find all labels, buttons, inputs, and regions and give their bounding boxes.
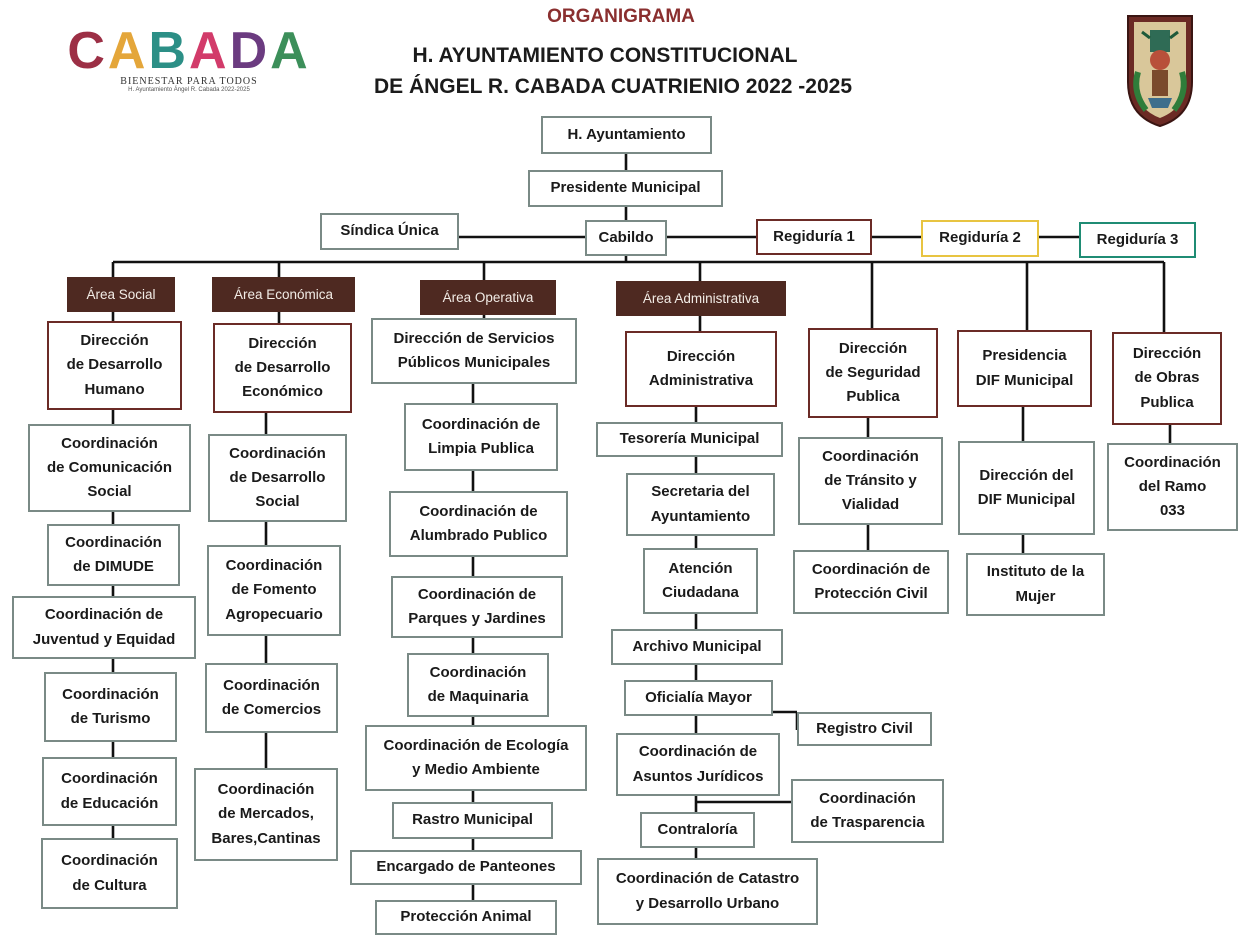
- node-direccion-dif-municipal: Dirección del DIF Municipal: [958, 441, 1095, 535]
- node-coord-mercados-bares: Coordinación de Mercados, Bares,Cantinas: [194, 768, 338, 861]
- node-direccion-desarrollo-economico: Dirección de Desarrollo Económico: [213, 323, 352, 413]
- node-coord-ramo-033: Coordinación del Ramo 033: [1107, 443, 1238, 531]
- node-coord-dimude: Coordinación de DIMUDE: [47, 524, 180, 586]
- logo-letter: B: [148, 22, 189, 80]
- node-direccion-obras-publica: Dirección de Obras Publica: [1112, 332, 1222, 425]
- logo-letter: A: [270, 22, 311, 80]
- area-social-label: Área Social: [67, 277, 175, 312]
- area-administrativa-label: Área Administrativa: [616, 281, 786, 316]
- node-encargado-panteones: Encargado de Panteones: [350, 850, 582, 885]
- node-rastro-municipal: Rastro Municipal: [392, 802, 553, 839]
- node-coord-educacion: Coordinación de Educación: [42, 757, 177, 826]
- node-secretaria-ayuntamiento: Secretaria del Ayuntamiento: [626, 473, 775, 536]
- node-presidente-municipal: Presidente Municipal: [528, 170, 723, 207]
- node-coord-turismo: Coordinación de Turismo: [44, 672, 177, 742]
- node-coord-transito-vialidad: Coordinación de Tránsito y Vialidad: [798, 437, 943, 525]
- org-chart-label: ORGANIGRAMA: [547, 6, 695, 27]
- page-title-line1: H. AYUNTAMIENTO CONSTITUCIONAL: [412, 44, 798, 67]
- node-coord-ecologia-medio-ambiente: Coordinación de Ecología y Medio Ambient…: [365, 725, 587, 791]
- municipal-crest-icon: [1127, 15, 1193, 128]
- node-coord-parques-jardines: Coordinación de Parques y Jardines: [391, 576, 563, 638]
- logo-letter: D: [229, 22, 271, 80]
- node-instituto-mujer: Instituto de la Mujer: [966, 553, 1105, 616]
- node-direccion-administrativa: Dirección Administrativa: [625, 331, 777, 407]
- node-coord-asuntos-juridicos: Coordinación de Asuntos Jurídicos: [616, 733, 780, 796]
- node-contraloria: Contraloría: [640, 812, 755, 848]
- node-h-ayuntamiento: H. Ayuntamiento: [541, 116, 712, 154]
- logo-small-text: H. Ayuntamiento Ángel R. Cabada 2022-202…: [128, 87, 250, 93]
- node-coord-catastro-desarrollo-urbano: Coordinación de Catastro y Desarrollo Ur…: [597, 858, 818, 925]
- node-coord-fomento-agropecuario: Coordinación de Fomento Agropecuario: [207, 545, 341, 636]
- node-regiduria-1: Regiduría 1: [756, 219, 872, 255]
- cabada-logo: CABADA Bienestar Para Todos H. Ayuntamie…: [52, 24, 326, 98]
- node-presidencia-dif-municipal: Presidencia DIF Municipal: [957, 330, 1092, 407]
- area-operativa-label: Área Operativa: [420, 280, 556, 315]
- node-atencion-ciudadana: Atención Ciudadana: [643, 548, 758, 614]
- node-coord-alumbrado-publico: Coordinación de Alumbrado Publico: [389, 491, 568, 557]
- logo-letter: C: [67, 22, 108, 80]
- node-coord-comercios: Coordinación de Comercios: [205, 663, 338, 733]
- node-coord-proteccion-civil: Coordinación de Protección Civil: [793, 550, 949, 614]
- logo-letter: A: [189, 22, 230, 80]
- node-archivo-municipal: Archivo Municipal: [611, 629, 783, 665]
- node-coord-comunicacion-social: Coordinación de Comunicación Social: [28, 424, 191, 512]
- node-direccion-seguridad-publica: Dirección de Seguridad Publica: [808, 328, 938, 418]
- logo-letter: A: [107, 22, 149, 80]
- node-oficialia-mayor: Oficialía Mayor: [624, 680, 773, 716]
- node-coord-juventud-equidad: Coordinación de Juventud y Equidad: [12, 596, 196, 659]
- logo-wordmark: CABADA: [52, 24, 326, 78]
- node-coord-desarrollo-social: Coordinación de Desarrollo Social: [208, 434, 347, 522]
- node-registro-civil: Registro Civil: [797, 712, 932, 746]
- node-direccion-desarrollo-humano: Dirección de Desarrollo Humano: [47, 321, 182, 410]
- node-proteccion-animal: Protección Animal: [375, 900, 557, 935]
- node-regiduria-2: Regiduría 2: [921, 220, 1039, 257]
- node-tesoreria-municipal: Tesorería Municipal: [596, 422, 783, 457]
- node-coord-cultura: Coordinación de Cultura: [41, 838, 178, 909]
- area-economica-label: Área Económica: [212, 277, 355, 312]
- logo-tagline: Bienestar Para Todos: [120, 76, 258, 87]
- node-coord-maquinaria: Coordinación de Maquinaria: [407, 653, 549, 717]
- node-coord-transparencia: Coordinación de Trasparencia: [791, 779, 944, 843]
- page-title-line2: DE ÁNGEL R. CABADA CUATRIENIO 2022 -2025: [373, 75, 853, 98]
- node-cabildo: Cabildo: [585, 220, 667, 256]
- node-direccion-servicios-publicos: Dirección de Servicios Públicos Municipa…: [371, 318, 577, 384]
- node-regiduria-3: Regiduría 3: [1079, 222, 1196, 258]
- node-sindica-unica: Síndica Única: [320, 213, 459, 250]
- node-coord-limpia-publica: Coordinación de Limpia Publica: [404, 403, 558, 471]
